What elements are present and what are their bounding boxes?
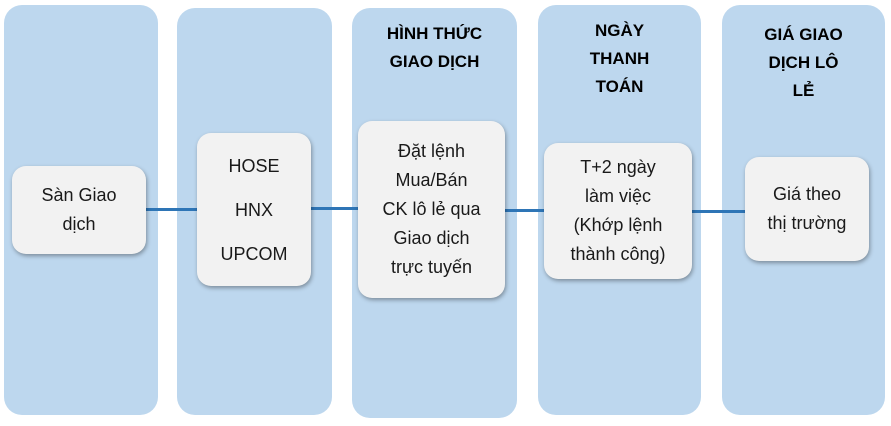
node-line: dịch <box>62 214 96 234</box>
header-line: DỊCH LÔ <box>768 53 839 72</box>
node-line: T+2 ngày <box>580 157 656 177</box>
node-line: HNX <box>234 199 273 220</box>
node-line: Đặt lệnh <box>397 141 466 161</box>
column-header-odd-lot-price: GIÁ GIAO DỊCH LÔ LẺ <box>722 21 885 105</box>
connector-line <box>690 210 748 213</box>
node-line: CK lô lẻ qua <box>382 199 481 219</box>
header-line: THANH <box>589 49 650 68</box>
node-line: thị trường <box>767 213 847 233</box>
node-line: (Khớp lệnh <box>573 215 663 235</box>
connector-line <box>144 208 200 211</box>
header-line: GIÁ GIAO <box>764 25 843 44</box>
header-line: HÌNH THỨC <box>386 24 483 43</box>
node-line: UPCOM <box>220 243 288 264</box>
node-line: Giá theo <box>772 184 842 204</box>
node-trading-floor: Sàn Giao dịch <box>12 166 146 254</box>
node-line: làm việc <box>584 186 651 206</box>
node-line: Mua/Bán <box>395 170 468 190</box>
header-line: TOÁN <box>595 77 644 96</box>
column-header-settlement-date: NGÀY THANH TOÁN <box>538 17 701 101</box>
node-exchanges: HOSE HNX UPCOM <box>197 133 311 286</box>
node-line: HOSE <box>228 155 280 176</box>
connector-line <box>503 209 547 212</box>
node-line: Giao dịch <box>393 228 470 248</box>
node-settlement-date: T+2 ngày làm việc (Khớp lệnh thành công) <box>544 143 692 279</box>
node-line: trực tuyến <box>390 257 473 277</box>
column-header-trading-method: HÌNH THỨC GIAO DỊCH <box>352 20 517 76</box>
header-line: LẺ <box>792 81 815 100</box>
node-line: Sàn Giao <box>41 185 117 205</box>
header-line: GIAO DỊCH <box>389 52 480 71</box>
node-trading-method: Đặt lệnh Mua/Bán CK lô lẻ qua Giao dịch … <box>358 121 505 298</box>
connector-line <box>309 207 361 210</box>
node-line: thành công) <box>570 244 666 264</box>
header-line: NGÀY <box>594 21 645 40</box>
node-odd-lot-price: Giá theo thị trường <box>745 157 869 261</box>
